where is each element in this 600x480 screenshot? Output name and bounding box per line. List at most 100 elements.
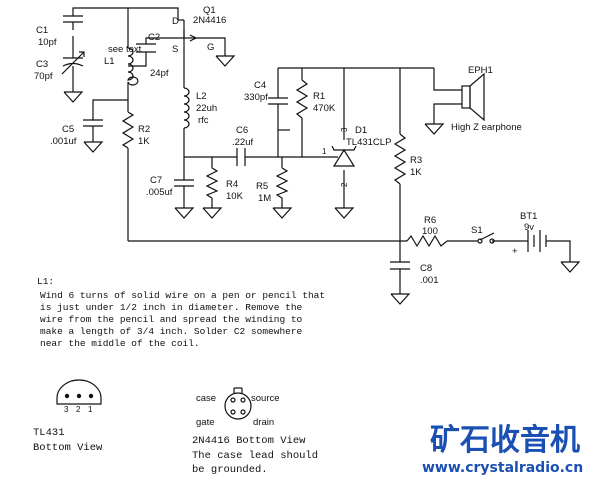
c8-value: .001 [420, 275, 439, 286]
capacitor-c7: C7 .005uf [146, 175, 194, 198]
ground-d1 [334, 207, 355, 219]
jfet-caption-line: The case lead should [192, 450, 318, 462]
c3-ref: C3 [36, 59, 48, 70]
resistor-r5: R5 1M [256, 167, 289, 204]
shunt-regulator-d1: D1 TL431CLP 1 2 3 [320, 125, 391, 187]
r6-ref: R6 [424, 215, 436, 226]
jfet-pin-source: source [251, 393, 280, 404]
tl431-pinout: 3 2 1 TL431 Bottom View [33, 379, 103, 454]
c7-value: .005uf [146, 187, 173, 198]
r1-value: 470K [313, 103, 336, 114]
c6-value: .22uf [232, 137, 253, 148]
earphone-eph1: EPH1 High Z earphone [451, 65, 522, 133]
d1-pin1: 1 [322, 147, 327, 156]
q1-ref: Q1 [203, 5, 216, 16]
battery-bt1: + BT1 9v [512, 211, 550, 257]
site-branding: 矿石收音机 www.crystalradio.cn [422, 423, 583, 476]
note-line: Wind 6 turns of solid wire on a pen or p… [40, 290, 325, 301]
c1-value: 10pf [38, 37, 57, 48]
c2-ref: C2 [148, 32, 160, 43]
wires [72, 7, 571, 294]
r3-ref: R3 [410, 155, 422, 166]
tl431-pin: 2 [76, 405, 81, 414]
l2-ref: L2 [196, 91, 207, 102]
c7-ref: C7 [150, 175, 162, 186]
l2-value: 22uh [196, 103, 217, 114]
note-line: is just under 1/2 inch in diameter. Remo… [40, 302, 303, 313]
c2-value: 24pf [150, 68, 169, 79]
d1-pin2: 2 [340, 182, 349, 187]
resistor-r1: R1 470K [295, 79, 336, 119]
q1-value: 2N4416 [193, 15, 226, 26]
jfet-q1: D S Q1 2N4416 G [172, 5, 226, 55]
resistor-r2: R2 1K [121, 111, 150, 149]
ground-r5 [272, 207, 293, 219]
variable-capacitor-c3: C3 70pf [34, 51, 85, 82]
jfet-pin-gate: gate [196, 417, 215, 428]
resistor-r4: R4 10K [205, 167, 244, 202]
bt1-plus: + [512, 246, 518, 257]
c4-value: 330pf [244, 92, 268, 103]
jfet-pin-case: case [196, 393, 216, 404]
d1-value: TL431CLP [346, 137, 391, 148]
ground-r4 [202, 207, 223, 219]
capacitor-c2: C2 24pf [136, 32, 169, 79]
c3-value: 70pf [34, 71, 53, 82]
capacitor-c8: C8 .001 [390, 261, 439, 286]
capacitor-c6: C6 .22uf [232, 125, 253, 166]
r5-ref: R5 [256, 181, 268, 192]
resistor-r3: R3 1K [393, 133, 422, 185]
bt1-value: 9v [524, 222, 534, 233]
l1-ref: L1 [104, 56, 115, 67]
inductor-l2: L2 22uh rfc [183, 87, 217, 129]
ground-bt1 [560, 261, 581, 273]
jfet-pinout: case source gate drain 2N4416 Bottom Vie… [192, 387, 318, 476]
r6-value: 100 [422, 226, 438, 237]
c5-ref: C5 [62, 124, 74, 135]
ground-c3 [63, 91, 84, 103]
q1-pin-g: G [207, 42, 214, 53]
s1-ref: S1 [471, 225, 483, 236]
switch-s1: S1 [471, 225, 495, 244]
ground-c5 [83, 141, 104, 153]
eph1-ref: EPH1 [468, 65, 493, 76]
r1-ref: R1 [313, 91, 325, 102]
c1-ref: C1 [36, 25, 48, 36]
capacitor-c1: C1 10pf [36, 15, 83, 48]
resistor-r6: R6 100 [406, 215, 448, 248]
r3-value: 1K [410, 167, 422, 178]
r5-value: 1M [258, 193, 271, 204]
tl431-pin: 3 [64, 405, 69, 414]
r2-value: 1K [138, 136, 150, 147]
l2-note: rfc [198, 115, 209, 126]
r4-value: 10K [226, 191, 244, 202]
jfet-caption-line: be grounded. [192, 464, 268, 476]
c4-ref: C4 [254, 80, 266, 91]
q1-pin-s: S [172, 44, 178, 55]
r2-ref: R2 [138, 124, 150, 135]
tl431-subtitle: Bottom View [33, 442, 103, 454]
jfet-title: 2N4416 Bottom View [192, 435, 306, 447]
d1-pin3: 3 [340, 127, 349, 132]
ground-c8 [390, 293, 411, 305]
ground-gate [215, 55, 236, 67]
inductor-l1: see text L1 [104, 44, 142, 86]
l1-note: see text [108, 44, 142, 55]
note-line: near the middle of the coil. [40, 338, 200, 349]
note-line: make a length of 3/4 inch. Solder C2 som… [40, 326, 303, 337]
capacitor-c4: C4 330pf [244, 80, 288, 105]
c6-ref: C6 [236, 125, 248, 136]
ground-c7 [174, 207, 195, 219]
tl431-pin: 1 [88, 405, 93, 414]
r4-ref: R4 [226, 179, 238, 190]
q1-pin-d: D [172, 16, 179, 27]
tl431-title: TL431 [33, 427, 65, 439]
jfet-pin-drain: drain [253, 417, 274, 428]
c8-ref: C8 [420, 263, 432, 274]
brand-cn-title: 矿石收音机 [430, 423, 580, 458]
note-line: L1: [37, 276, 54, 287]
l1-winding-note: L1: Wind 6 turns of solid wire on a pen … [37, 276, 325, 349]
d1-ref: D1 [355, 125, 367, 136]
bt1-ref: BT1 [520, 211, 537, 222]
